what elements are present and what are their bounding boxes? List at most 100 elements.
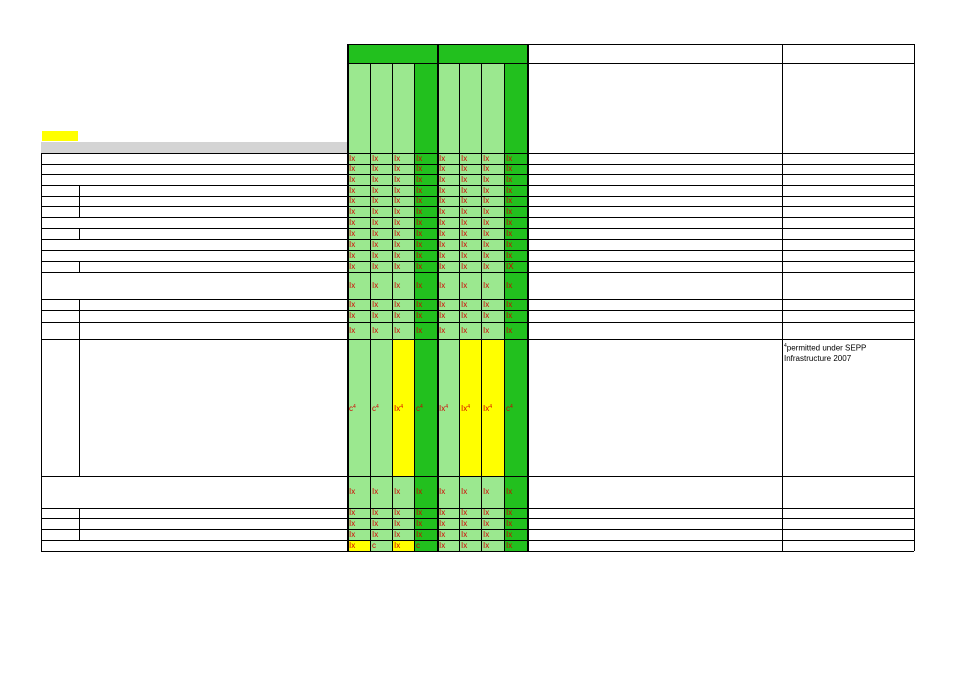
column-divider [527,44,529,551]
permissibility-value: Ix [504,518,527,529]
table-bottom-line [41,551,914,552]
permissibility-value: Ix [392,164,414,174]
row-divider [41,322,914,323]
row-divider [41,196,914,197]
permissibility-code: Ix [461,530,468,539]
permissibility-value: Ix [347,153,370,164]
permissibility-code: Ix [461,164,468,173]
permissibility-code: c [372,541,376,550]
permissibility-value: Ix [370,529,392,540]
permissibility-code: Ix [439,175,446,184]
permissibility-code: c [372,404,376,413]
permissibility-value: Ix [414,518,437,529]
row-label [81,228,346,239]
permissibility-value: Ix [437,476,459,508]
permissibility-value: Ix [481,322,504,339]
permissibility-code: Ix [506,251,513,260]
footnote-marker: 4 [376,404,379,410]
permissibility-code: Ix [506,196,513,205]
permissibility-code: Ix [439,154,446,163]
permissibility-code: Ix [483,251,490,260]
permissibility-value: Ix [437,518,459,529]
permissibility-value: Ix [347,185,370,196]
permissibility-value: Ix [347,529,370,540]
row-divider [41,540,914,541]
permissibility-value: Ix [392,518,414,529]
permissibility-value: Ix [437,174,459,185]
row-divider [41,529,914,530]
permissibility-code: Ix [349,218,356,227]
permissibility-code: Ix [372,326,379,335]
permissibility-value: Ix [481,261,504,272]
row-label [81,310,346,322]
permissibility-value: Ix [392,239,414,250]
row-divider [41,239,914,240]
permissibility-value: Ix [392,540,414,551]
permissibility-code: Ix [416,326,423,335]
permissibility-value: Ix [437,540,459,551]
permissibility-code: Ix [372,530,379,539]
permissibility-value: Ix [414,299,437,310]
differs-highlight [392,540,414,551]
permissibility-value: Ix [437,217,459,228]
permissibility-code: Ix [372,281,379,290]
footnote-marker: 4 [445,404,449,410]
column-divider [481,63,482,551]
permissibility-value: c4 [504,339,527,476]
permissibility-code: Ix [394,281,401,290]
permissibility-code: Ix [372,207,379,216]
permissibility-value: Ix [481,529,504,540]
permissibility-code: Ix [461,196,468,205]
permissibility-code: Ix [349,229,356,238]
permissibility-code: Ix [416,229,423,238]
footnote-marker: 4 [420,404,423,410]
permissibility-code: Ix [461,229,468,238]
permissibility-code: Ix [483,186,490,195]
sepp-right-line [914,44,915,551]
permissibility-value: Ix [370,476,392,508]
permissibility-code: Ix [372,164,379,173]
permissibility-value: Ix [414,196,437,206]
permissibility-value: Ix [504,310,527,322]
permissibility-code: Ix [394,487,401,496]
permissibility-value: Ix [504,153,527,164]
permissibility-code: Ix [394,541,401,550]
permissibility-value: Ix [414,322,437,339]
permissibility-value: Ix [414,250,437,261]
permissibility-value: Ix4 [392,339,414,476]
permissibility-code: Ix [506,519,513,528]
permissibility-value: Ix [459,164,481,174]
permissibility-code: Ix [372,229,379,238]
permissibility-code: Ix [461,281,468,290]
permissibility-value: Ix [459,540,481,551]
indent-line [79,508,80,540]
permissibility-value: Ix [459,310,481,322]
permissibility-code: Ix [461,326,468,335]
permissibility-code: Ix [506,218,513,227]
permissibility-value: Ix [504,272,527,299]
permissibility-value: Ix [504,250,527,261]
column-divider [459,63,460,551]
permissibility-value: Ix [504,529,527,540]
permissibility-value: Ix [392,299,414,310]
permissibility-value: Ix [392,153,414,164]
permissibility-value: Ix [459,217,481,228]
permissibility-value: Ix [414,164,437,174]
permissibility-code: Ix [394,508,401,517]
permissibility-value: Ix [347,174,370,185]
permissibility-value: Ix4 [437,339,459,476]
row-divider [41,299,914,300]
header-band-line [347,63,914,64]
permissibility-code: Ix [416,281,423,290]
permissibility-code: Ix [461,300,468,309]
permissibility-value: Ix4 [481,339,504,476]
row-divider [41,476,914,477]
column-fill [504,44,527,551]
permissibility-code: Ix [461,262,468,271]
permissibility-code: Ix [483,196,490,205]
row-divider [41,250,914,251]
permissibility-code: Ix [461,186,468,195]
row-label [42,217,345,228]
permissibility-code: Ix [506,530,513,539]
permissibility-code: Ix [349,508,356,517]
